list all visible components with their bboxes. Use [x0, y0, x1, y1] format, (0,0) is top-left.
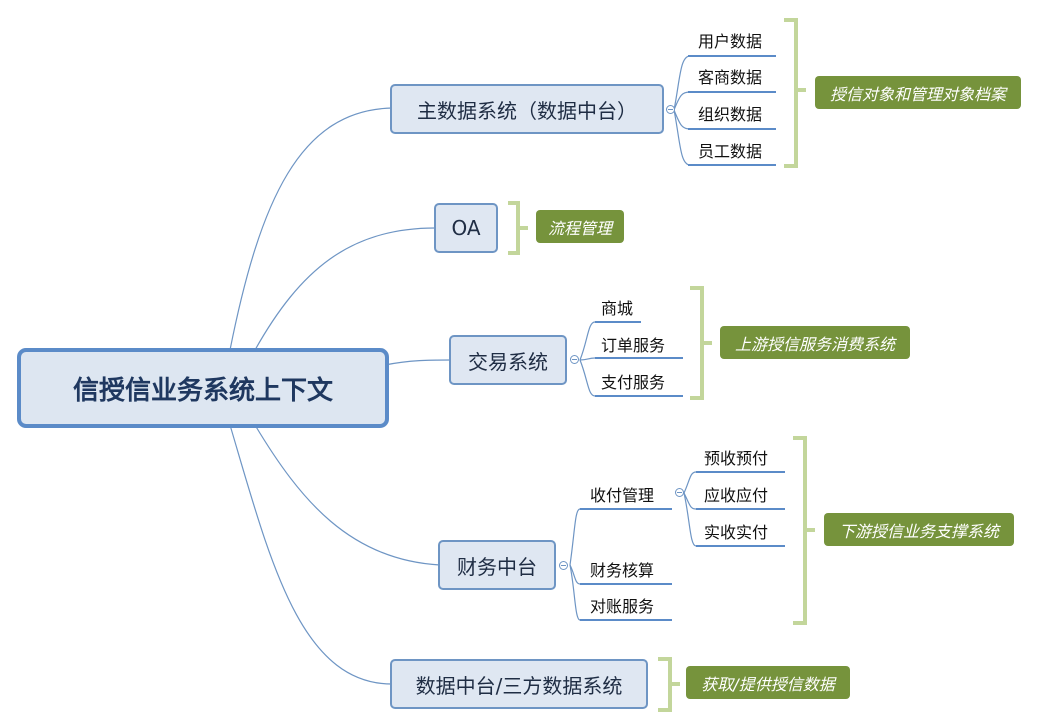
- bracket-oa: [508, 201, 528, 255]
- connector-trading-mall: [579, 321, 596, 361]
- connector-trading-pay: [579, 359, 596, 397]
- branch-data-platform[interactable]: 数据中台/三方数据系统: [390, 659, 648, 709]
- leaf-merchant-data[interactable]: 客商数据: [698, 68, 763, 87]
- branch-trading-label: 交易系统: [468, 349, 548, 374]
- tag-data-platform-label: 获取/提供授信数据: [701, 674, 835, 694]
- tag-finance-label: 下游授信业务支撑系统: [838, 521, 999, 541]
- connector-recv-prepay: [683, 471, 697, 494]
- tag-data-platform[interactable]: 获取/提供授信数据: [686, 666, 850, 699]
- connector-root-trading: [384, 359, 451, 366]
- connector-root-oa: [254, 227, 436, 351]
- leaf-mall[interactable]: 商城: [601, 299, 634, 318]
- leaf-user-data[interactable]: 用户数据: [698, 32, 763, 51]
- tag-trading-label: 上游授信服务消费系统: [734, 334, 895, 354]
- bracket-finance: [793, 436, 815, 625]
- connector-main-user: [673, 55, 691, 111]
- collapse-trading-icon[interactable]: [570, 355, 579, 364]
- bracket-data-platform: [658, 657, 680, 712]
- bracket-main-data: [784, 18, 806, 168]
- branch-finance-platform[interactable]: 财务中台: [438, 540, 556, 590]
- tag-trading[interactable]: 上游授信服务消费系统: [720, 326, 910, 359]
- tag-oa-label: 流程管理: [547, 218, 612, 238]
- collapse-receivables-icon[interactable]: [675, 488, 684, 497]
- tag-oa[interactable]: 流程管理: [536, 210, 624, 243]
- connector-root-finance: [254, 424, 441, 566]
- leaf-prepay[interactable]: 预收预付: [704, 449, 769, 468]
- connector-root-main-data: [229, 107, 393, 351]
- branch-oa-label: OA: [451, 216, 481, 240]
- leaf-actual-receipt-payment[interactable]: 实收实付: [704, 523, 769, 542]
- connector-trading-order: [579, 357, 596, 361]
- connector-main-staff: [673, 109, 691, 166]
- connector-recv-ar: [683, 492, 697, 510]
- leaf-org-data[interactable]: 组织数据: [698, 105, 763, 124]
- collapse-finance-icon[interactable]: [559, 561, 568, 570]
- tag-main-data-label: 授信对象和管理对象档案: [829, 84, 1006, 104]
- leaf-staff-data[interactable]: 员工数据: [698, 142, 763, 161]
- leaf-accounts-receivable-payable[interactable]: 应收应付: [704, 486, 769, 505]
- leaf-reconciliation-service[interactable]: 对账服务: [590, 597, 655, 616]
- collapse-main-data-icon[interactable]: [666, 105, 675, 114]
- tag-main-data[interactable]: 授信对象和管理对象档案: [815, 76, 1021, 109]
- connector-finance-accounting: [569, 564, 581, 585]
- tag-finance[interactable]: 下游授信业务支撑系统: [824, 513, 1014, 546]
- connector-root-data-platform: [229, 424, 393, 685]
- branch-main-data-system[interactable]: 主数据系统（数据中台）: [390, 84, 664, 134]
- leaf-receivables-mgmt[interactable]: 收付管理: [590, 486, 655, 505]
- branch-oa[interactable]: OA: [434, 203, 498, 253]
- branch-trading-system[interactable]: 交易系统: [449, 335, 567, 385]
- leaf-payment-service[interactable]: 支付服务: [601, 373, 666, 392]
- branch-main-data-label: 主数据系统（数据中台）: [417, 98, 637, 123]
- connector-finance-reconcile: [569, 564, 581, 621]
- bracket-trading: [690, 286, 712, 400]
- branch-finance-label: 财务中台: [457, 554, 537, 579]
- connector-finance-receivables: [569, 508, 581, 566]
- root-node[interactable]: 信授信业务系统上下文: [17, 348, 389, 428]
- leaf-financial-accounting[interactable]: 财务核算: [590, 561, 655, 580]
- root-label: 信授信业务系统上下文: [72, 375, 333, 406]
- branch-data-platform-label: 数据中台/三方数据系统: [415, 673, 623, 698]
- leaf-order-service[interactable]: 订单服务: [601, 336, 666, 355]
- connector-recv-actual: [683, 492, 697, 547]
